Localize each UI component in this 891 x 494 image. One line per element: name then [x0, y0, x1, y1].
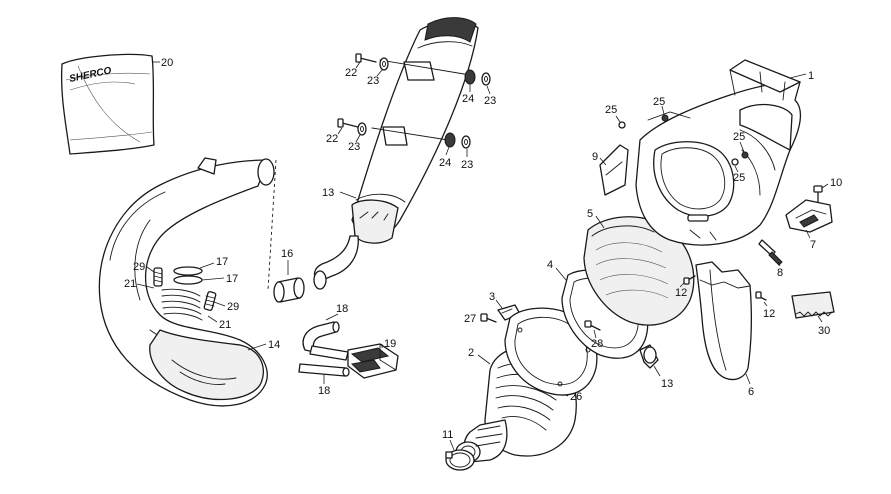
callout-17-bottom: 17: [226, 273, 238, 285]
part-18-hose-top: [302, 321, 349, 361]
part-19-valve: [347, 343, 399, 379]
callout-25-a: 25: [605, 104, 617, 116]
part-16-coupling: [273, 277, 305, 303]
part-29-spring-left: [153, 267, 163, 287]
callout-22-top: 22: [345, 67, 357, 79]
part-23-washer-top-left: [379, 57, 389, 71]
part-9-side-flap: [599, 144, 629, 196]
callout-13-clamp: 13: [661, 378, 673, 390]
part-12-screw-left: [683, 275, 696, 285]
part-29-spring-right: [203, 291, 217, 311]
part-6-guard: [695, 261, 752, 381]
callout-9: 9: [592, 151, 598, 163]
part-22-bolt-bottom: [337, 118, 359, 128]
callout-8: 8: [777, 267, 783, 279]
part-11-hose-clamp: [445, 449, 475, 471]
callout-18-bottom: 18: [318, 385, 330, 397]
part-5-air-filter: [583, 216, 695, 326]
part-17-o-rings: [173, 266, 203, 285]
part-23-washer-bottom-left: [357, 122, 367, 136]
callout-6: 6: [748, 386, 754, 398]
callout-27: 27: [464, 313, 476, 325]
callout-10: 10: [830, 177, 842, 189]
part-18-hose-bottom: [298, 363, 350, 377]
callout-21-right: 21: [219, 319, 231, 331]
callout-16: 16: [281, 248, 293, 260]
part-28-screw: [584, 320, 601, 331]
callout-23-bottom-left: 23: [348, 141, 360, 153]
callout-12-left: 12: [675, 287, 687, 299]
part-24-grommet-top: [464, 69, 476, 85]
callout-25-c: 25: [733, 131, 745, 143]
callout-19: 19: [384, 338, 396, 350]
callout-24-bottom: 24: [439, 157, 451, 169]
callout-18-top: 18: [336, 303, 348, 315]
part-30-label: [791, 291, 835, 319]
callout-29-right: 29: [227, 301, 239, 313]
part-12-screw-right: [755, 291, 767, 301]
callout-21-left: 21: [124, 278, 136, 290]
part-23-washer-bottom-right: [461, 135, 471, 149]
callout-1: 1: [808, 70, 814, 82]
callout-23-top-left: 23: [367, 75, 379, 87]
callout-30: 30: [818, 325, 830, 337]
part-13-silencer: [313, 17, 479, 290]
callout-23-bottom-right: 23: [461, 159, 473, 171]
callout-22-bottom: 22: [326, 133, 338, 145]
part-24-grommet-bottom: [444, 132, 456, 148]
part-7-bracket: [785, 199, 833, 233]
callout-14: 14: [268, 339, 280, 351]
callout-25-b: 25: [653, 96, 665, 108]
part-10-screw: [813, 185, 823, 203]
callout-17-top: 17: [216, 256, 228, 268]
callout-28: 28: [591, 338, 603, 350]
part-25-screw-c: [741, 151, 749, 159]
callout-13-silencer: 13: [322, 187, 334, 199]
callout-24-top: 24: [462, 93, 474, 105]
callout-25-d: 25: [733, 172, 745, 184]
callout-3: 3: [489, 291, 495, 303]
part-14-expansion-chamber: [98, 157, 275, 407]
callout-12-right: 12: [763, 308, 775, 320]
part-25-screw-a: [618, 121, 626, 129]
callout-2: 2: [468, 347, 474, 359]
part-25-screw-d: [731, 158, 739, 166]
part-1-airbox-body: [635, 59, 802, 246]
part-27-screw: [480, 313, 497, 323]
part-23-washer-top-right: [481, 72, 491, 86]
callout-20: 20: [161, 57, 173, 69]
callout-4: 4: [547, 259, 553, 271]
callout-29-left: 29: [133, 261, 145, 273]
part-8-pin: [758, 239, 783, 266]
callout-7: 7: [810, 239, 816, 251]
callout-23-top-right: 23: [484, 95, 496, 107]
part-13-clamp: [639, 344, 659, 369]
callout-5: 5: [587, 208, 593, 220]
part-25-screw-b: [661, 114, 669, 122]
part-22-bolt-top: [355, 53, 377, 63]
part-20-bag: SHERCO: [60, 53, 155, 155]
callout-11: 11: [442, 429, 453, 441]
